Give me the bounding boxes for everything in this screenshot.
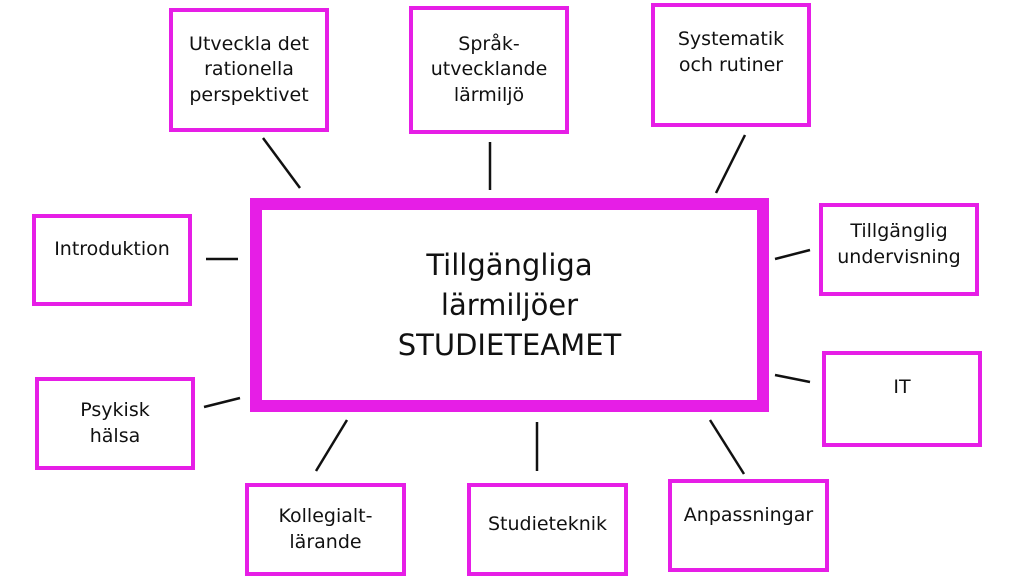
- node-psykisk: Psykisk hälsa: [35, 377, 195, 470]
- connector-anpassningar: [708, 419, 746, 475]
- node-utveckla-label: Utveckla det rationella perspektivet: [189, 32, 309, 106]
- node-it-label: IT: [893, 376, 911, 399]
- node-systematik: Systematik och rutiner: [651, 3, 811, 127]
- node-anpassningar-label: Anpassningar: [683, 503, 814, 526]
- node-systematik-label: Systematik och rutiner: [677, 28, 785, 76]
- connector-kollegialt: [314, 419, 349, 472]
- node-utveckla: Utveckla det rationella perspektivet: [169, 8, 329, 132]
- node-introduktion-label: Introduktion: [54, 238, 170, 261]
- center-node: Tillgängliga lärmiljöer STUDIETEAMET: [250, 198, 769, 412]
- connector-psykisk: [203, 396, 241, 409]
- node-kollegialt: Kollegialt- lärande: [245, 483, 406, 576]
- node-sprak: Språk- utvecklande lärmiljö: [409, 6, 569, 134]
- connector-utveckla: [261, 137, 302, 189]
- connector-it: [774, 373, 811, 384]
- connector-systematik: [714, 134, 747, 194]
- connector-tillganglig: [774, 248, 811, 261]
- node-studieteknik-label: Studieteknik: [487, 512, 608, 535]
- center-node-label: Tillgängliga lärmiljöer STUDIETEAMET: [397, 247, 622, 362]
- node-tillganglig-label: Tillgänglig undervisning: [837, 219, 961, 268]
- node-it: IT: [822, 351, 982, 447]
- node-psykisk-label: Psykisk hälsa: [80, 398, 150, 447]
- node-introduktion: Introduktion: [32, 214, 192, 306]
- node-studieteknik: Studieteknik: [467, 483, 628, 576]
- node-tillganglig: Tillgänglig undervisning: [819, 203, 979, 296]
- node-kollegialt-label: Kollegialt- lärande: [278, 504, 373, 553]
- node-anpassningar: Anpassningar: [668, 479, 829, 572]
- node-sprak-label: Språk- utvecklande lärmiljö: [430, 32, 548, 106]
